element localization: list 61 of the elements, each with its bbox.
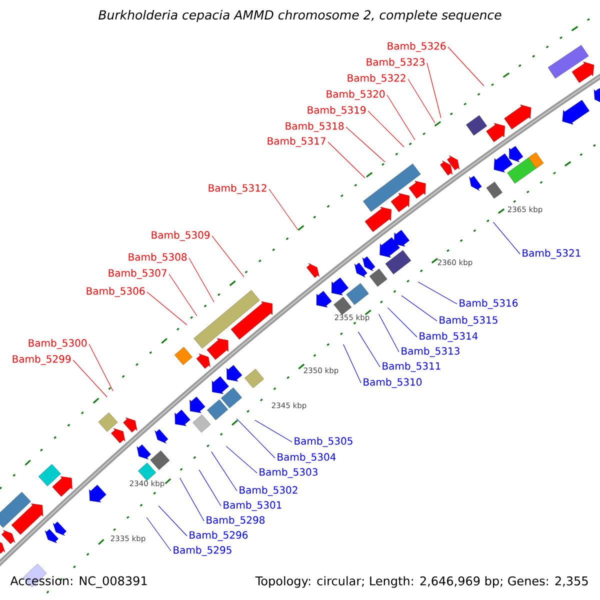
- leader-line: [180, 478, 204, 522]
- gene-label: Bamb_5316: [460, 299, 518, 309]
- leader-line: [88, 344, 114, 392]
- leader-line: [236, 418, 276, 458]
- gene-label: Bamb_5301: [224, 501, 282, 511]
- leader-line: [343, 344, 362, 384]
- gene-label: Bamb_5317: [268, 137, 326, 147]
- gene-label: Bamb_5306: [86, 287, 145, 297]
- leader-line: [418, 282, 458, 304]
- leader-line: [328, 142, 366, 178]
- leader-line: [211, 451, 238, 492]
- gene-label: Bamb_5313: [402, 347, 460, 357]
- leader-line: [368, 110, 404, 148]
- gene-label: Bamb_5314: [420, 332, 478, 342]
- gene-label: Bamb_5319: [308, 106, 366, 116]
- leader-line: [268, 188, 298, 230]
- gene-label: Bamb_5318: [286, 122, 344, 132]
- gene-label: Bamb_5299: [12, 355, 71, 365]
- footer-text: Accession: NC_008391: [10, 576, 147, 588]
- gene-label: Bamb_5320: [326, 90, 385, 100]
- leader-line: [448, 46, 484, 86]
- gene-label: Bamb_5302: [240, 486, 298, 496]
- gene-label: Bamb_5307: [108, 269, 166, 279]
- gene-label: Bamb_5321: [522, 249, 580, 259]
- gene-label: Bamb_5322: [348, 74, 406, 84]
- leader-line: [226, 446, 258, 474]
- leader-line: [254, 420, 292, 442]
- gene-label: Bamb_5295: [174, 546, 232, 556]
- leader-line: [168, 274, 198, 316]
- gene-label: Bamb_5323: [366, 58, 424, 68]
- leader-line: [188, 258, 214, 302]
- leader-line: [426, 62, 442, 118]
- gene-label: Bamb_5296: [190, 531, 248, 541]
- gene-label: Bamb_5308: [128, 253, 187, 263]
- leader-line: [378, 314, 400, 352]
- title: Burkholderia cepacia AMMD chromosome 2, complete sequence: [98, 10, 502, 22]
- gene-label: Bamb_5311: [382, 362, 440, 372]
- gene-label: Bamb_5309: [152, 231, 210, 241]
- gene-label: Bamb_5326: [388, 42, 446, 52]
- gene-label: Bamb_5303: [260, 468, 318, 478]
- gene-label: Bamb_5310: [364, 378, 422, 388]
- leader-line: [492, 222, 520, 254]
- leader-line: [358, 332, 380, 368]
- gene-label: Bamb_5305: [294, 437, 352, 447]
- leader-line: [146, 517, 172, 552]
- footer-text: Topology: circular; Length: 2,646,969 bp; Genes: 2,355: [255, 576, 588, 588]
- gene-label: Bamb_5304: [278, 453, 336, 463]
- gene-label: Bamb_5300: [28, 339, 87, 349]
- leader-line: [212, 236, 244, 278]
- gene-label: Bamb_5312: [208, 184, 266, 194]
- leader-line: [346, 126, 386, 162]
- leader-line: [408, 78, 436, 124]
- leader-line: [387, 307, 418, 338]
- leader-line: [158, 506, 188, 536]
- gene-label: Bamb_5298: [206, 516, 265, 526]
- leader-line: [72, 360, 108, 398]
- leader-line: [386, 94, 416, 140]
- gene-label: Bamb_5315: [440, 316, 498, 326]
- leader-line: [146, 292, 188, 326]
- leader-line: [401, 295, 438, 322]
- leader-line: [198, 470, 222, 506]
